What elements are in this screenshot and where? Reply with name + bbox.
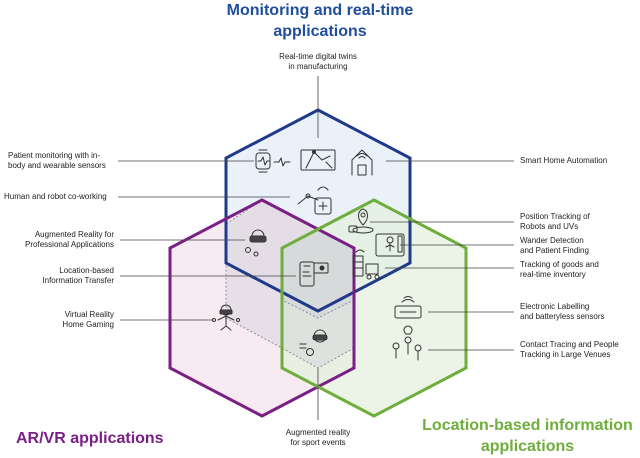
vr-gamer-icon bbox=[212, 304, 240, 331]
monitoring-title-line1: Monitoring and real-time bbox=[226, 2, 414, 19]
label-position-tracking-line2: Robots and UVs bbox=[520, 222, 579, 231]
label-realtime-twins-line1: Real-time digital twins bbox=[279, 52, 357, 61]
inventory-icon bbox=[352, 249, 380, 280]
label-electronic-labelling: Electronic Labelling and batteryless sen… bbox=[520, 302, 638, 322]
robot-arm-icon bbox=[297, 186, 332, 215]
label-ar-sport-line2: for sport events bbox=[290, 438, 346, 447]
label-contact-tracing-line2: Tracking in Large Venues bbox=[520, 350, 611, 359]
label-realtime-twins: Real-time digital twins in manufacturing bbox=[248, 52, 388, 72]
label-location-transfer: Location-based Information Transfer bbox=[0, 266, 114, 286]
ar-headset-icon bbox=[245, 229, 267, 257]
sport-ar-icon bbox=[299, 329, 328, 356]
location-title-line2: applications bbox=[480, 438, 575, 455]
label-ar-professional-line2: Professional Applications bbox=[25, 240, 114, 249]
label-ar-sport: Augmented reality for sport events bbox=[258, 428, 378, 448]
smartwatch-icon bbox=[255, 149, 291, 173]
patient-finding-icon bbox=[375, 233, 405, 257]
map-pin-icon bbox=[348, 208, 374, 234]
label-patient-monitoring: Patient monitoring with in- body and wea… bbox=[8, 151, 128, 171]
arvr-title: AR/VR applications bbox=[4, 428, 184, 449]
label-ar-professional-line1: Augmented Reality for bbox=[34, 230, 114, 239]
label-wander-detection-line2: and Patient Finding bbox=[520, 246, 589, 255]
label-wander-detection-line1: Wander Detection bbox=[520, 236, 584, 245]
label-vr-gaming-line2: Home Gaming bbox=[62, 320, 114, 329]
label-location-transfer-line1: Location-based bbox=[59, 266, 114, 275]
phone-location-icon bbox=[299, 261, 329, 287]
label-smart-home-text: Smart Home Automation bbox=[520, 156, 608, 165]
monitoring-title: Monitoring and real-time applications bbox=[170, 0, 470, 42]
arvr-hexagon-border bbox=[168, 198, 356, 418]
monitoring-title-line2: applications bbox=[273, 23, 367, 40]
label-contact-tracing: Contact Tracing and People Tracking in L… bbox=[520, 340, 638, 360]
rfid-tag-icon bbox=[394, 296, 422, 319]
label-goods-tracking: Tracking of goods and real-time inventor… bbox=[520, 260, 638, 280]
label-ar-professional: Augmented Reality for Professional Appli… bbox=[0, 230, 114, 250]
label-goods-tracking-line1: Tracking of goods and bbox=[520, 260, 599, 269]
factory-robot-icon bbox=[300, 149, 336, 171]
location-title-line1: Location-based information bbox=[422, 417, 633, 434]
label-patient-monitoring-line2: body and wearable sensors bbox=[8, 161, 106, 170]
label-electronic-labelling-line2: and batteryless sensors bbox=[520, 312, 605, 321]
leader-lines bbox=[118, 76, 514, 420]
location-hexagon-border bbox=[280, 198, 468, 418]
label-location-transfer-line2: Information Transfer bbox=[42, 276, 114, 285]
arvr-title-text: AR/VR applications bbox=[16, 430, 164, 447]
location-title: Location-based information applications bbox=[415, 415, 640, 457]
label-realtime-twins-line2: in manufacturing bbox=[288, 62, 348, 71]
label-vr-gaming-line1: Virtual Reality bbox=[64, 310, 114, 319]
label-goods-tracking-line2: real-time inventory bbox=[520, 270, 586, 279]
label-contact-tracing-line1: Contact Tracing and People bbox=[520, 340, 619, 349]
label-position-tracking: Position Tracking of Robots and UVs bbox=[520, 212, 638, 232]
people-tracking-icon bbox=[392, 325, 422, 361]
label-electronic-labelling-line1: Electronic Labelling bbox=[520, 302, 590, 311]
smart-home-icon bbox=[351, 149, 373, 176]
label-patient-monitoring-line1: Patient monitoring with in- bbox=[8, 151, 101, 160]
label-vr-gaming: Virtual Reality Home Gaming bbox=[0, 310, 114, 330]
label-human-robot: Human and robot co-working bbox=[4, 192, 134, 202]
label-ar-sport-line1: Augmented reality bbox=[285, 428, 351, 437]
label-wander-detection: Wander Detection and Patient Finding bbox=[520, 236, 638, 256]
label-smart-home: Smart Home Automation bbox=[520, 156, 638, 166]
monitoring-hexagon-border bbox=[224, 108, 412, 313]
label-position-tracking-line1: Position Tracking of bbox=[520, 212, 590, 221]
label-human-robot-text: Human and robot co-working bbox=[4, 192, 107, 201]
